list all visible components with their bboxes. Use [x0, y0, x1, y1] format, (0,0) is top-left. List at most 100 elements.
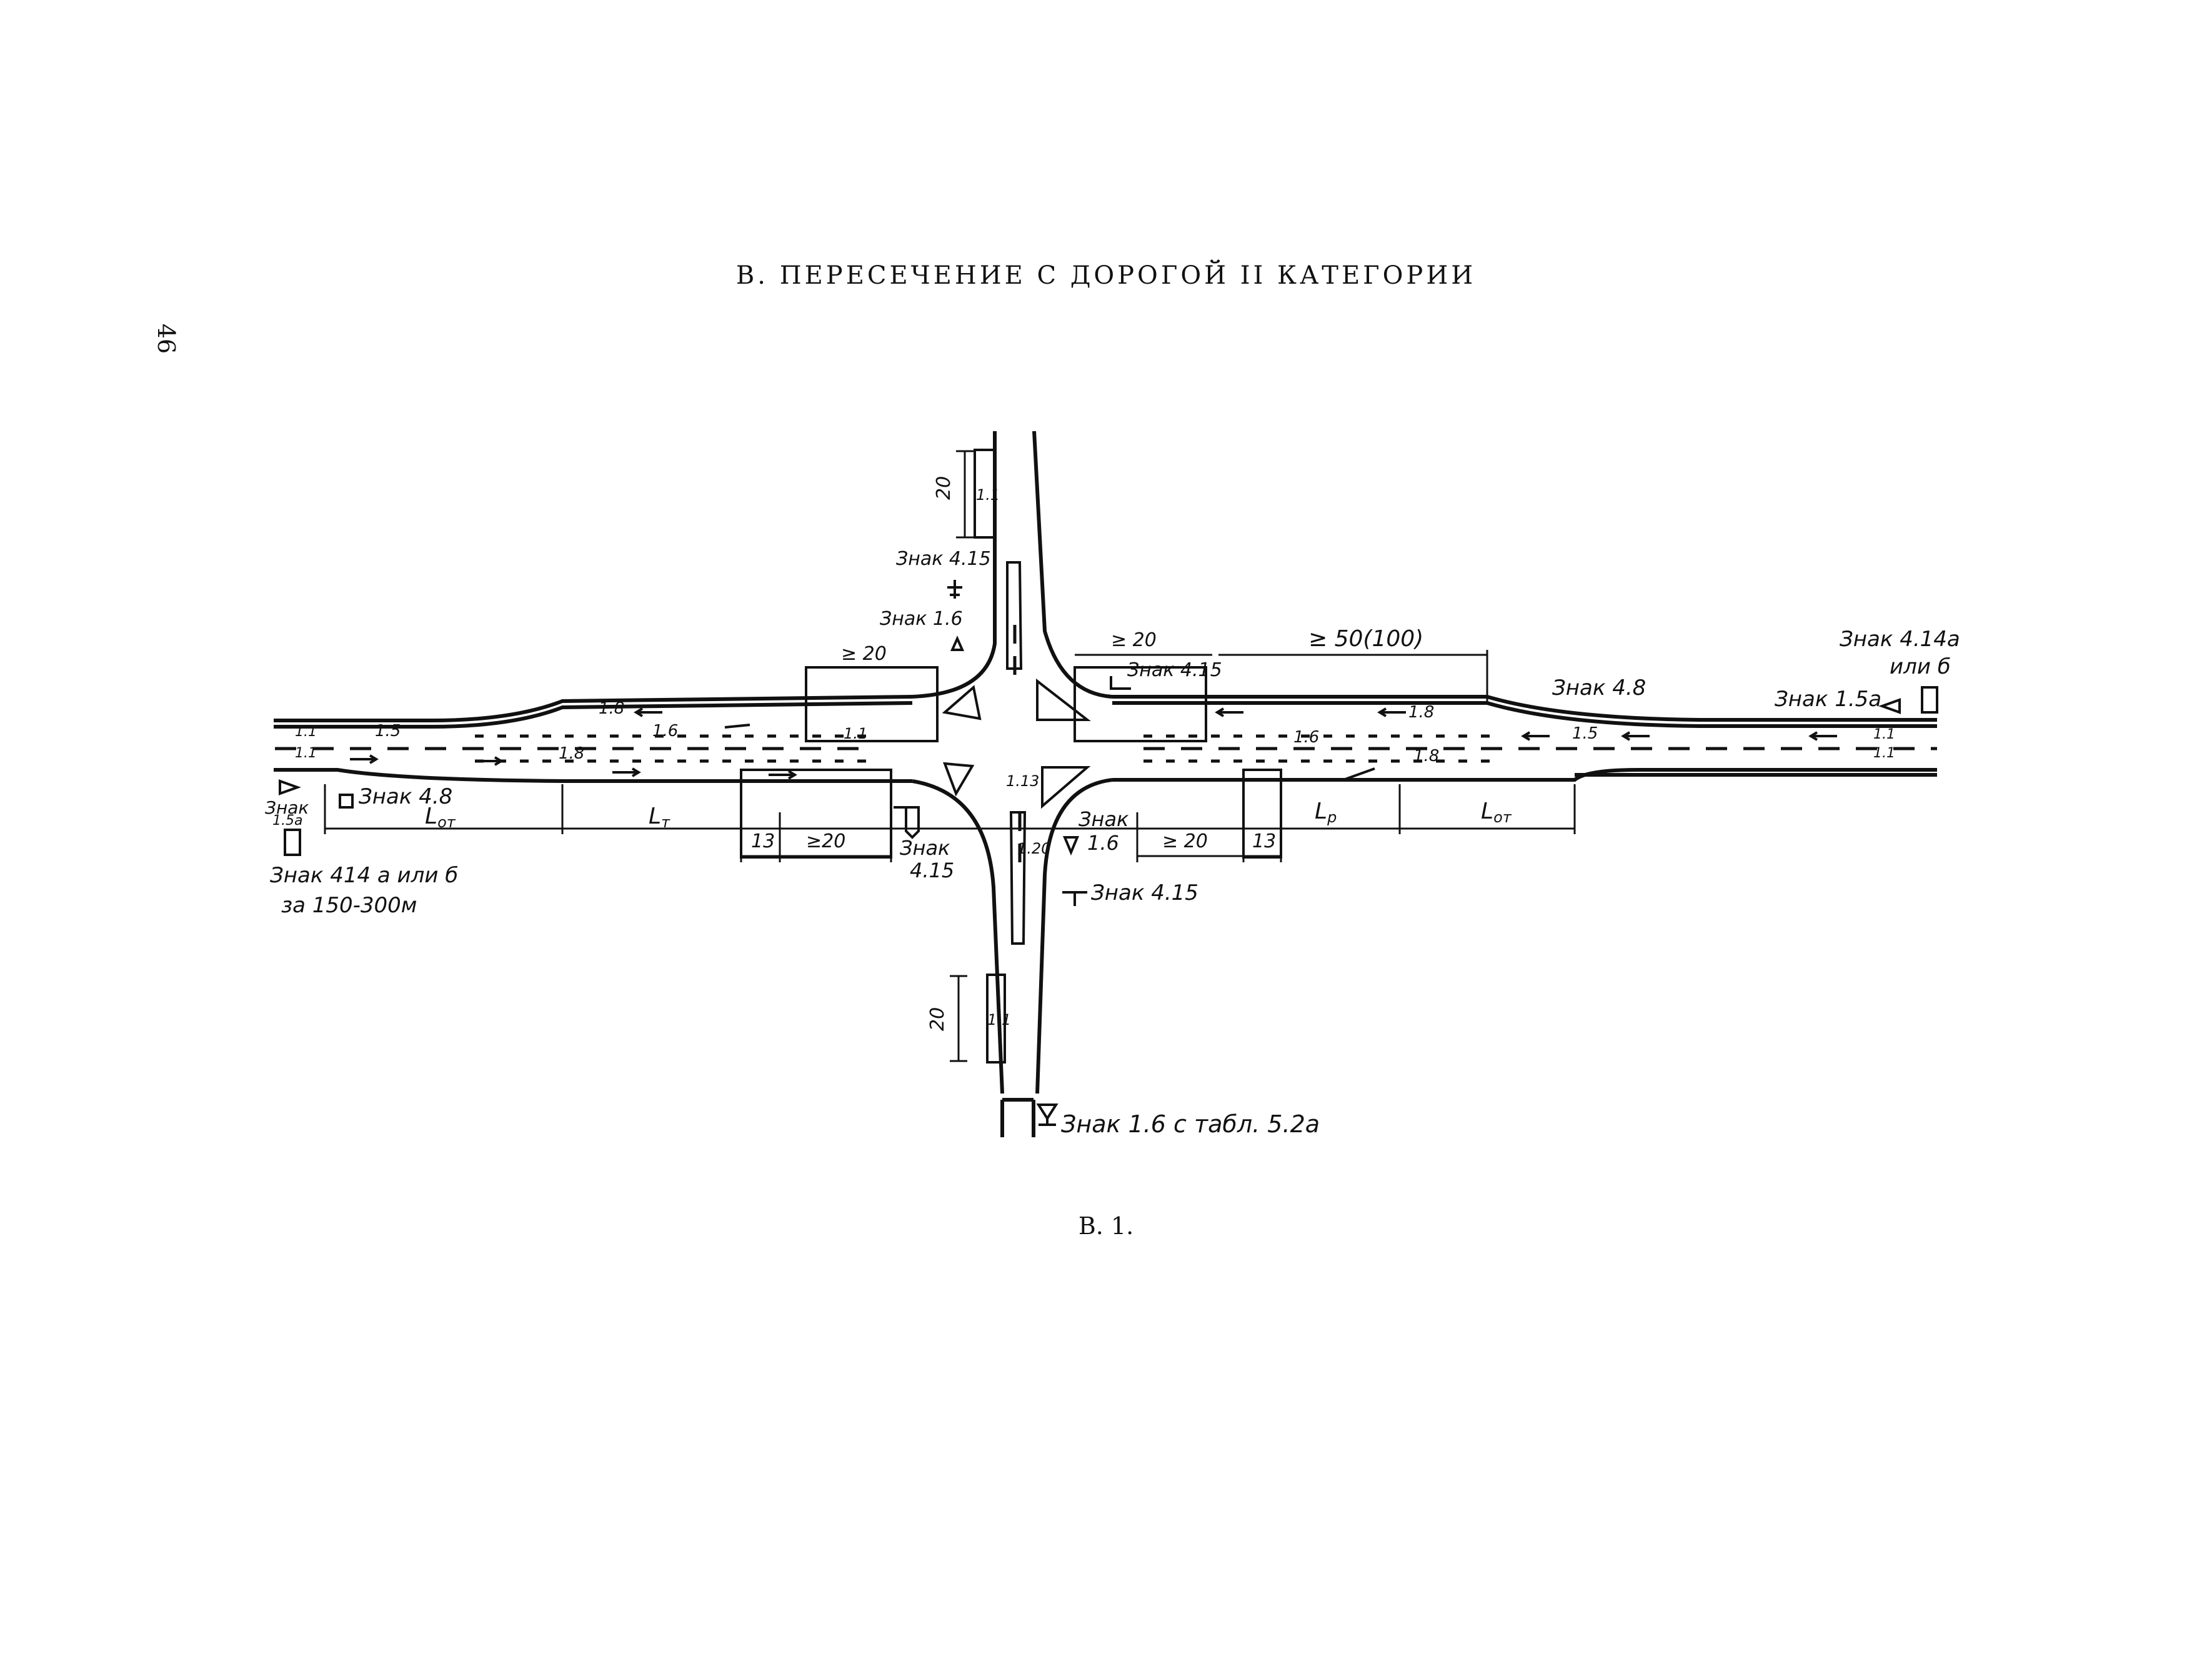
label-east-upper-18: 1.8: [1408, 703, 1434, 722]
label-west-ge20-top: ≥ 20: [841, 643, 887, 665]
label-w-distance: за 150-300м: [281, 893, 417, 918]
label-north-stop-line: 1.1: [976, 486, 1000, 504]
label-l-p-main: L: [1315, 799, 1327, 824]
label-east-edge-bottom: 1.1: [1873, 745, 1895, 761]
label-e-414b: или б: [1890, 654, 1951, 679]
label-west-approach-11: 1.1: [844, 725, 867, 742]
label-s-16: Знак 1.6 с табл. 5.2а: [1061, 1110, 1320, 1138]
label-center-113: 1.13: [1006, 772, 1039, 790]
sign-labels: Знак 4.15 Знак 1.6 Знак 4.15 Знак 4.14а …: [265, 548, 1960, 1138]
north-stop-box: [974, 449, 996, 539]
main-road-top-edge-east-inner: [1112, 695, 1937, 722]
direction-arrows: [350, 707, 1837, 781]
south-16-sign-icon: [1036, 1104, 1059, 1126]
sign-symbols: [279, 580, 1938, 1126]
label-l-ot-east-main: L: [1481, 799, 1493, 824]
label-l-ot-west-sub: от: [437, 814, 456, 831]
label-l-t-sub: т: [661, 814, 670, 831]
islands: [942, 561, 1091, 945]
ne-415-sign-icon: [1110, 676, 1131, 690]
label-ne-415: Знак 4.15: [1127, 659, 1222, 681]
marking-labels: 1.1 1.1 1.1 1.1 1.1 1.1 1.5 1.5 1.6 1.6 …: [295, 486, 1895, 1029]
label-l-p-sub: р: [1327, 809, 1337, 826]
label-east-left-turn: 1.6: [1293, 728, 1319, 747]
label-east-ge20-top: ≥ 20: [1111, 629, 1157, 651]
west-414-rect-icon: [284, 829, 301, 856]
sw-island: [943, 762, 975, 797]
north-median-island: [1006, 561, 1023, 670]
label-sw-415a: Знак: [900, 836, 950, 860]
label-west-upper-18: 1.8: [599, 699, 624, 718]
west-48-square-icon: [339, 794, 354, 809]
arrow-6: [769, 770, 797, 780]
label-l-ot-east: Lот: [1481, 799, 1512, 826]
dim-east-ge50: [1218, 650, 1488, 703]
label-west-edge-top: 1.1: [295, 724, 317, 740]
main-road-top-edge-west-inner: [274, 701, 913, 729]
arrow-1: [350, 754, 379, 764]
label-e-48: Знак 4.8: [1552, 675, 1646, 700]
label-south-120: 1.20: [1017, 840, 1050, 857]
arrow-7: [1215, 707, 1243, 717]
label-east-ge20-bottom: ≥ 20: [1162, 830, 1208, 852]
arrow-12: [1343, 767, 1375, 781]
label-l-p: Lр: [1315, 799, 1337, 826]
label-w-48: Знак 4.8: [359, 784, 452, 809]
arrow-10: [1621, 731, 1650, 741]
label-l-t: Lт: [649, 804, 670, 831]
nw-415-sign-icon: [947, 580, 962, 599]
south-road-west-edge: [912, 779, 1004, 1094]
arrow-5: [724, 724, 750, 729]
label-west-edge-bottom: 1.1: [295, 745, 317, 761]
label-l-ot-west-main: L: [425, 804, 437, 829]
label-l-ot-east-sub: от: [1493, 809, 1512, 826]
south-stop-box: [986, 974, 1006, 1064]
west-15a-triangle-icon: [279, 779, 301, 795]
label-north-20: 20: [933, 476, 955, 500]
marking-boxes: [740, 449, 1282, 1064]
nw-16-triangle-icon: [950, 635, 965, 651]
ne-island: [1036, 678, 1091, 721]
label-nw-16: Знак 1.6: [880, 608, 963, 630]
arrow-3: [612, 767, 641, 777]
dim-north-20: [956, 450, 974, 539]
main-road-edges: [274, 695, 1937, 783]
nw-island: [942, 685, 982, 720]
main-road-top-edge-east: [1112, 701, 1937, 728]
se-16-yield-icon: [1063, 836, 1079, 856]
label-nw-415: Знак 4.15: [896, 548, 991, 570]
arrow-11: [1808, 731, 1837, 741]
label-west-left-turn: 1.6: [652, 722, 678, 740]
label-se-16b: 1.6: [1087, 831, 1119, 855]
arrow-9: [1521, 731, 1550, 741]
page-title: В. ПЕРЕСЕЧЕНИЕ С ДОРОГОЙ II КАТЕГОРИИ: [735, 261, 1477, 290]
east-turn-box: [1074, 666, 1207, 742]
dim-west-bottom-ticks: [324, 784, 1576, 862]
arrow-2: [475, 756, 504, 766]
label-w-znak: Знак: [265, 797, 309, 818]
arrow-8: [1377, 707, 1406, 717]
label-se-415: Знак 4.15: [1091, 880, 1198, 905]
label-west-13: 13: [751, 830, 775, 852]
label-w-414: Знак 414 а или б: [270, 863, 458, 888]
east-15a-triangle-icon: [1878, 698, 1901, 714]
main-road-top-edge-west: [274, 695, 913, 722]
label-east-lower-18: 1.8: [1413, 747, 1439, 765]
label-l-ot-west: Lот: [425, 804, 456, 831]
east-414-rect-icon: [1921, 686, 1938, 714]
dimension-lines: [324, 450, 1576, 1062]
secondary-road-edges: [912, 431, 1113, 1137]
main-road-bottom-edge-east: [1112, 768, 1937, 782]
se-415-sign-icon: [1062, 891, 1087, 906]
dimension-labels: 20 20 ≥ 20 ≥ 20 ≥ 50(100) 13 ≥20 ≥ 20 13…: [425, 476, 1512, 1031]
north-road-east-edge: [1032, 431, 1113, 699]
label-east-13: 13: [1252, 830, 1276, 852]
arrow-4: [634, 707, 662, 717]
south-road-east-edge: [1035, 778, 1113, 1094]
label-south-stop-line: 1.1: [987, 1011, 1011, 1029]
figure-caption: В. 1.: [1078, 1212, 1134, 1240]
label-e-15a: Знак 1.5а: [1775, 687, 1881, 712]
label-east-edge-top: 1.1: [1873, 727, 1895, 742]
